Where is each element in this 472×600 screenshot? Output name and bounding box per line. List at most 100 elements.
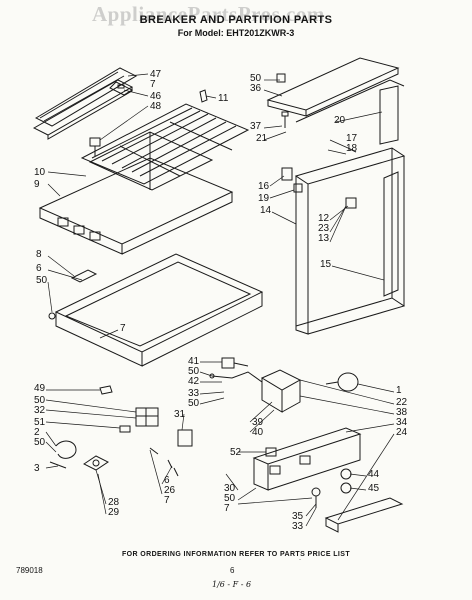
callout-11: 18	[346, 143, 358, 154]
callout-44: 3	[34, 463, 40, 474]
part-bracket-small-top	[109, 81, 134, 96]
part-relay-31	[177, 429, 193, 447]
callout-52: 7	[224, 503, 230, 514]
part-divider-bar-20	[295, 79, 405, 145]
callout-36: 34	[396, 417, 408, 428]
callout-40: 32	[34, 405, 46, 416]
callout-10: 17	[346, 133, 358, 144]
part-grille-frame-9	[38, 157, 234, 255]
callout-24: 7	[120, 323, 126, 334]
callout-50: 30	[224, 483, 236, 494]
part-grille-10	[80, 103, 250, 191]
document-number: 789018	[16, 566, 43, 575]
callout-6: 36	[250, 83, 262, 94]
part-clip-12	[345, 197, 357, 209]
part-clip-16-19	[281, 167, 303, 193]
callout-57: 45	[368, 483, 380, 494]
callout-1: 7	[150, 79, 156, 90]
part-shaft-49	[99, 385, 113, 395]
part-top-rail	[266, 57, 400, 117]
part-screw-35-33	[311, 487, 321, 508]
callout-51: 50	[224, 493, 236, 504]
page-title: BREAKER AND PARTITION PARTS	[139, 14, 333, 26]
callout-46: 26	[164, 485, 176, 496]
callout-45: 6	[164, 475, 170, 486]
callout-31: 39	[252, 417, 264, 428]
part-control-panel-34	[252, 427, 362, 491]
part-screws-26-6	[149, 447, 179, 477]
page-number: 6	[230, 566, 235, 575]
callout-56: 44	[368, 469, 380, 480]
part-terminal-3	[49, 461, 67, 469]
part-clip-11	[199, 89, 208, 103]
callout-20: 9	[34, 179, 40, 190]
callout-37: 24	[396, 427, 408, 438]
part-frame-14	[294, 147, 406, 335]
part-clip-50-top	[276, 73, 286, 83]
part-knob-44-45	[340, 468, 352, 494]
callout-53: 52	[230, 447, 242, 458]
part-trim-46	[32, 79, 134, 140]
callout-0: 47	[150, 69, 162, 80]
model-line: For Model: EHT201ZKWR-3	[177, 28, 295, 38]
part-lamp-1	[325, 372, 359, 392]
callout-25: 41	[188, 356, 200, 367]
handwritten-note: 1/6 - F - 6	[212, 580, 252, 589]
callout-28: 33	[188, 388, 200, 399]
part-coil-2	[55, 440, 77, 459]
callout-18: 15	[320, 259, 332, 270]
part-screw-17	[347, 147, 357, 153]
callout-7: 37	[250, 121, 262, 132]
part-switch-41	[221, 357, 249, 369]
callout-30: 31	[174, 409, 186, 420]
part-connector-51	[119, 425, 131, 433]
callout-5: 50	[250, 73, 262, 84]
callout-35: 38	[396, 407, 408, 418]
callout-9: 20	[334, 115, 346, 126]
callout-34: 22	[396, 397, 408, 408]
callout-54: 35	[292, 511, 304, 522]
callout-19: 10	[34, 167, 46, 178]
ordering-note: FOR ORDERING INFORMATION REFER TO PARTS …	[121, 551, 351, 558]
part-timer-26	[83, 455, 109, 471]
callout-8: 21	[256, 133, 268, 144]
callout-32: 40	[252, 427, 264, 438]
callout-4: 11	[218, 93, 229, 104]
callout-2: 46	[150, 91, 162, 102]
callout-39: 50	[34, 395, 46, 406]
callout-26: 50	[188, 366, 200, 377]
part-panel-trim-24	[324, 497, 404, 533]
callout-38: 49	[34, 383, 46, 394]
part-screw-37	[281, 111, 289, 128]
callout-42: 2	[34, 427, 40, 438]
callout-15: 12	[318, 213, 330, 224]
part-fan-motor-32	[135, 407, 159, 427]
watermark-text: AppliancePartsPros.com	[92, 2, 325, 26]
callout-29: 50	[188, 398, 200, 409]
callout-3: 48	[150, 101, 162, 112]
callout-47: 7	[164, 495, 170, 506]
part-bracket-8	[70, 269, 98, 283]
leader-lines	[45, 73, 395, 527]
callout-21: 8	[36, 249, 42, 260]
part-channel-47	[34, 67, 138, 127]
part-harness-42	[209, 371, 263, 383]
callout-22: 6	[36, 263, 42, 274]
callout-23: 50	[36, 275, 48, 286]
callout-41: 51	[34, 417, 46, 428]
callout-12: 16	[258, 181, 270, 192]
callout-27: 42	[188, 376, 200, 387]
part-base-pan-7	[54, 253, 264, 367]
part-screw-50-left	[48, 312, 56, 320]
callout-13: 19	[258, 193, 270, 204]
part-screw-48	[89, 137, 101, 156]
callout-14: 14	[260, 205, 272, 216]
callout-16: 23	[318, 223, 330, 234]
callout-17: 13	[318, 233, 330, 244]
callout-48: 28	[108, 497, 120, 508]
callout-43: 50	[34, 437, 46, 448]
callout-49: 29	[108, 507, 120, 518]
callout-33: 1	[396, 385, 402, 396]
